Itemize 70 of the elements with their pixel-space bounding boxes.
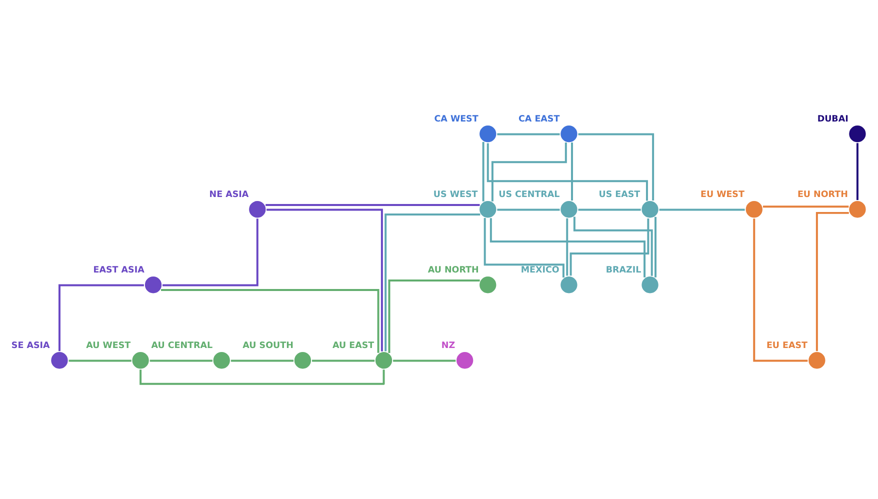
- node-circle: [848, 199, 868, 220]
- node-label: NE ASIA: [209, 190, 249, 200]
- connector: [150, 360, 212, 362]
- connector: [230, 360, 294, 362]
- connector: [266, 204, 480, 206]
- node-circle: [50, 350, 70, 370]
- node-label: EU NORTH: [797, 190, 848, 200]
- connector: [140, 370, 385, 385]
- node-label: AU CENTRAL: [151, 340, 213, 351]
- connector: [486, 143, 648, 201]
- connector: [578, 133, 654, 200]
- connector: [162, 218, 258, 286]
- connector: [578, 208, 641, 211]
- node-circle: [744, 199, 764, 220]
- node-label: AU WEST: [86, 340, 131, 351]
- node-label: AU EAST: [332, 340, 374, 351]
- node-label: MEXICO: [520, 265, 560, 276]
- node-circle: [247, 199, 268, 220]
- connector: [266, 208, 383, 352]
- node-circle: [212, 350, 232, 370]
- node-label: US EAST: [598, 190, 640, 200]
- node-label: CA EAST: [518, 114, 560, 124]
- node-circle: [130, 350, 150, 370]
- node-label: CA WEST: [434, 114, 478, 124]
- connector: [497, 208, 560, 211]
- connector: [490, 218, 646, 278]
- connector: [58, 284, 144, 352]
- connector: [482, 142, 484, 202]
- node-circle: [292, 350, 313, 370]
- node-circle: [478, 274, 498, 295]
- node-label: AU NORTH: [428, 265, 479, 276]
- connector: [388, 280, 480, 353]
- connector: [654, 216, 656, 278]
- node-circle: [454, 350, 475, 370]
- node-label: SE ASIA: [11, 340, 50, 351]
- connector: [161, 289, 380, 353]
- connector: [856, 143, 858, 200]
- node-label: EU WEST: [700, 190, 744, 200]
- connector: [393, 360, 456, 362]
- connector: [566, 218, 568, 276]
- node-circle: [559, 199, 579, 220]
- node-circle: [478, 199, 498, 220]
- node-circle: [143, 274, 164, 295]
- node-label: AU SOUTH: [242, 340, 294, 351]
- connector: [762, 206, 849, 208]
- node-circle: [478, 124, 498, 144]
- node-circle: [374, 350, 394, 370]
- node-label: US WEST: [433, 190, 478, 200]
- node-label: EAST ASIA: [93, 265, 144, 276]
- node-circle: [640, 274, 660, 295]
- node-label: NZ: [441, 340, 456, 351]
- node-circle: [559, 274, 579, 295]
- connector: [312, 360, 375, 362]
- node-label: EU EAST: [766, 340, 808, 351]
- connector: [491, 142, 567, 202]
- connector: [484, 218, 564, 278]
- connector: [816, 212, 849, 352]
- connector: [571, 142, 573, 201]
- node-label: DUBAI: [817, 114, 848, 124]
- connector: [68, 360, 132, 362]
- node-circle: [640, 199, 660, 220]
- connector: [497, 133, 560, 136]
- node-label: BRAZIL: [606, 265, 642, 276]
- connector: [753, 218, 808, 362]
- connector: [659, 208, 745, 211]
- node-circle: [807, 350, 827, 370]
- connector: [384, 214, 480, 352]
- node-label: US CENTRAL: [498, 190, 560, 200]
- node-circle: [848, 124, 868, 144]
- node-circle: [559, 124, 579, 144]
